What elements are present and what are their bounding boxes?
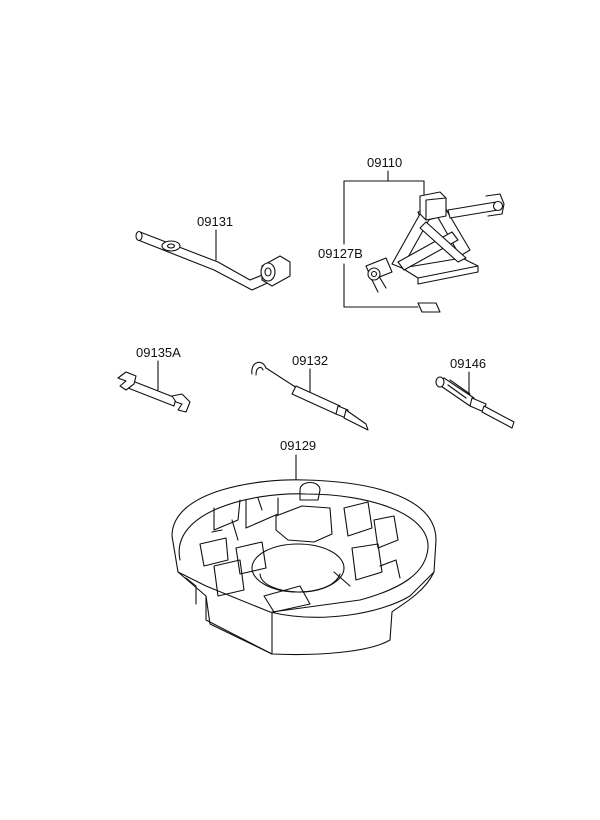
screwdriver-icon [435,376,515,429]
hook-bar-icon [251,361,369,431]
part-number-label: 09131 [197,214,233,229]
wheel-wrench-group[interactable]: 09131 [135,214,291,291]
part-number-label: 09127B [318,246,363,261]
spanner-group[interactable]: 09135A [117,345,191,413]
part-number-label: 09129 [280,438,316,453]
tool-tray-group[interactable]: 09129 [171,438,437,656]
part-number-label: 09146 [450,356,486,371]
screwdriver-group[interactable]: 09146 [435,356,515,429]
tool-tray-icon [171,479,437,656]
part-number-label: 09135A [136,345,181,360]
part-number-label: 09132 [292,353,328,368]
lug-wrench-icon [135,230,291,291]
jack-group[interactable]: 09110 09127B [318,155,505,313]
hook-bar-group[interactable]: 09132 [251,353,369,431]
callout-bracket [343,170,425,308]
scissor-jack-icon [365,191,505,313]
part-number-label: 09110 [367,155,402,170]
spanner-icon [117,371,191,413]
